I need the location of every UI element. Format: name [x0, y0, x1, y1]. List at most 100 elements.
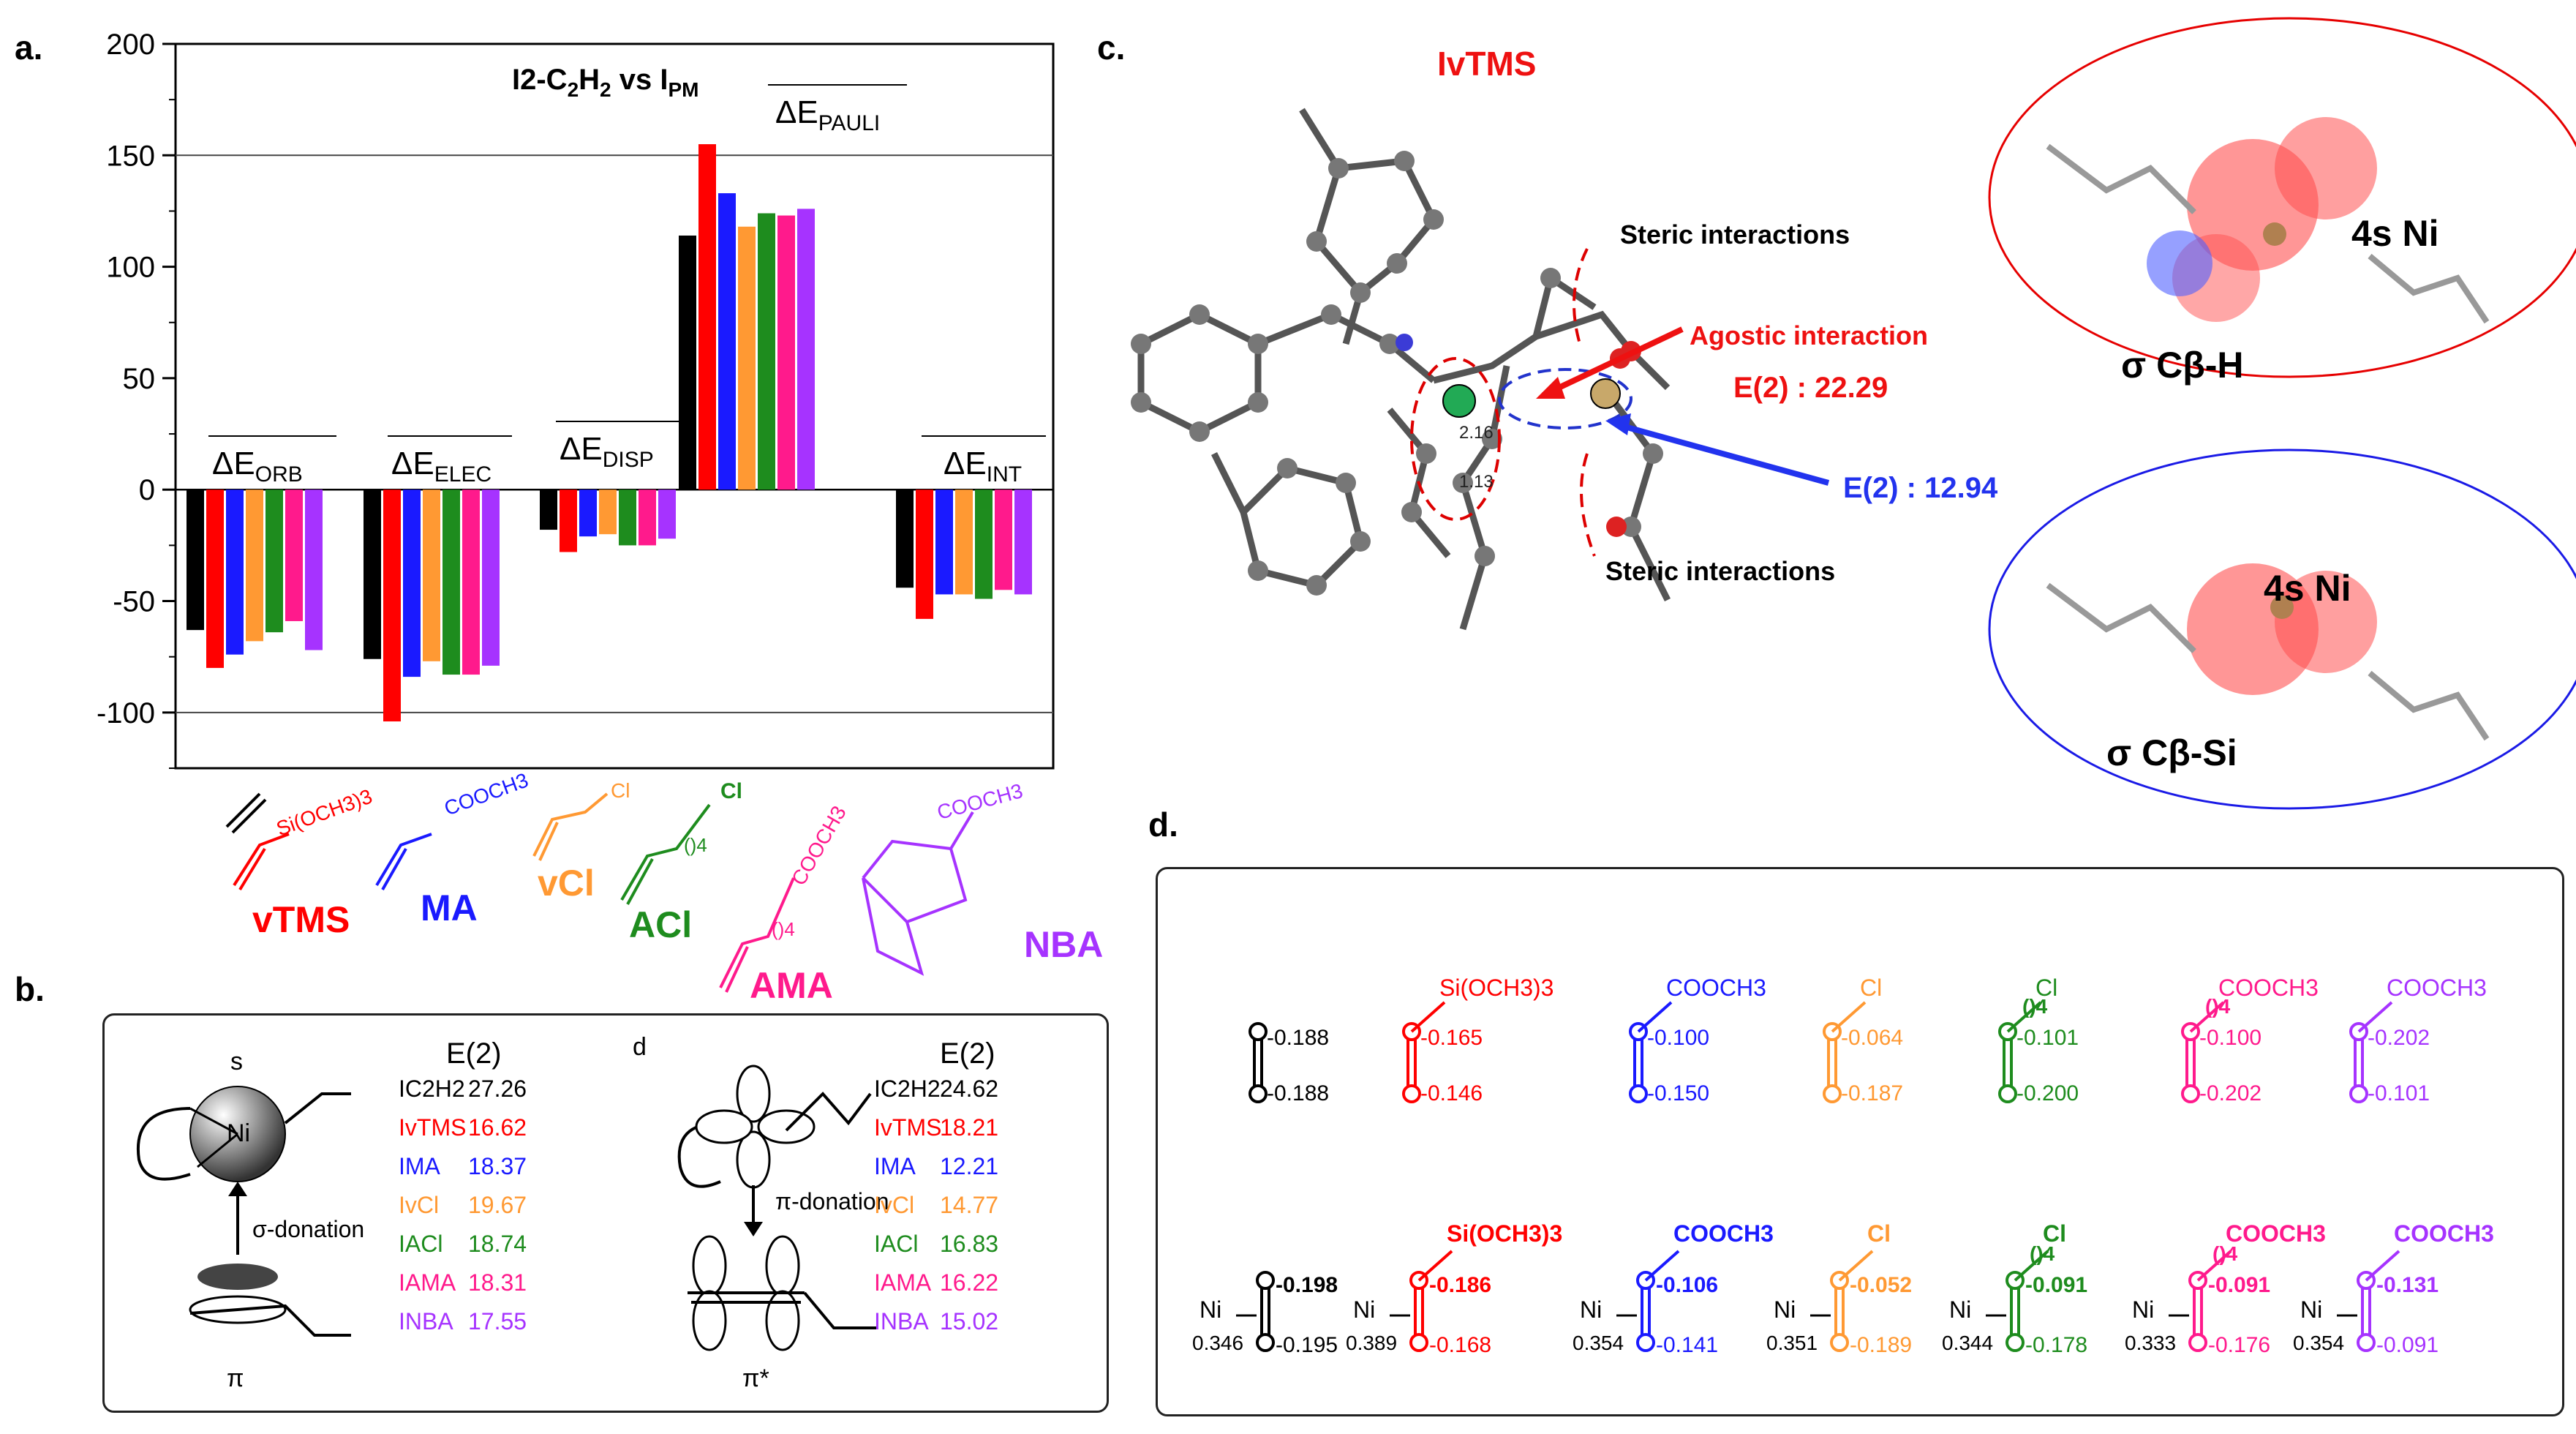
- e2-row-value: 19.67: [468, 1192, 527, 1218]
- ni-charge: 0.346: [1192, 1332, 1244, 1354]
- spacer: ()4: [2030, 1242, 2055, 1265]
- charge-top: -0.091: [2208, 1273, 2271, 1297]
- charge-bottom: -0.200: [2016, 1081, 2079, 1105]
- orbital-frame-bottom: [1988, 448, 2576, 810]
- bar: [599, 489, 617, 535]
- bar: [403, 489, 421, 677]
- group-label: ΔEELEC: [391, 446, 492, 487]
- orbital-top-bond-label: σ Cβ-H: [2121, 345, 2244, 386]
- substituent: Cl: [2035, 975, 2058, 1001]
- spacer: ()4: [2205, 995, 2231, 1018]
- bar: [540, 489, 557, 530]
- ni-label: Ni: [1949, 1296, 1972, 1323]
- e2-header-left: E(2): [446, 1037, 502, 1070]
- distance-label-2: 1.13: [1459, 472, 1494, 492]
- charge-top: -0.188: [1267, 1026, 1330, 1050]
- y-tick-label: 50: [123, 363, 156, 395]
- steric-region-left: [1410, 357, 1501, 521]
- monomer-label-vtms: vTMS: [252, 899, 350, 940]
- monomer-label-ma: MA: [421, 887, 478, 928]
- orbital-frame-top: [1988, 17, 2576, 378]
- bar: [442, 489, 460, 675]
- e2-row-label: IC2H2: [874, 1076, 941, 1102]
- bar: [738, 226, 756, 490]
- y-tick-label: 150: [106, 140, 155, 172]
- bar: [639, 489, 656, 546]
- bar: [679, 235, 696, 490]
- charge-bottom: -0.178: [2025, 1333, 2088, 1357]
- substituent: COOCH3: [1673, 1220, 1774, 1247]
- bar: [206, 489, 224, 668]
- e2-row-label: IMA: [874, 1153, 916, 1179]
- ni-label-left: Ni: [227, 1119, 251, 1147]
- bar: [187, 489, 204, 631]
- monomer-sub-vcl: Cl: [611, 779, 630, 802]
- orbital-bottom-bond-label: σ Cβ-Si: [2106, 732, 2237, 773]
- plot-frame: [174, 42, 1055, 770]
- ni-label: Ni: [2300, 1296, 2323, 1323]
- y-tick-label: 0: [139, 474, 155, 506]
- panel-b-label: b.: [15, 970, 45, 1008]
- panel-c-structure: [1131, 17, 2576, 810]
- monomer-bond: [725, 946, 749, 993]
- orbital-bottom-render: [2046, 563, 2490, 741]
- charge-top: -0.198: [1276, 1273, 1338, 1297]
- charge-top: -0.064: [1841, 1026, 1904, 1050]
- group-label: ΔEDISP: [560, 431, 654, 472]
- orbital-top-ni-label: 4s Ni: [2351, 213, 2439, 254]
- monomer-bond: [532, 792, 609, 857]
- ni-charge: 0.333: [2125, 1332, 2177, 1354]
- charge-bottom: -0.146: [1420, 1081, 1483, 1105]
- e2-row-value: 15.02: [940, 1308, 999, 1334]
- bar: [777, 215, 795, 490]
- bar: [718, 193, 736, 490]
- charge-top: -0.052: [1850, 1273, 1913, 1297]
- agostic-label: Agostic interaction: [1690, 320, 1929, 350]
- bar: [916, 489, 933, 619]
- substituent: Cl: [1867, 1220, 1891, 1247]
- e2-row-label: INBA: [399, 1308, 453, 1334]
- substituent: Si(OCH3)3: [1447, 1220, 1563, 1247]
- silicon-atom: [1590, 378, 1621, 409]
- bar: [305, 489, 323, 650]
- steric-label-bottom: Steric interactions: [1605, 556, 1836, 586]
- panel-c-title: IvTMS: [1437, 45, 1537, 83]
- pi-donation-label: π-donation: [775, 1188, 889, 1215]
- e2-row-value: 18.37: [468, 1153, 527, 1179]
- bar: [975, 489, 993, 599]
- e2-row-value: 18.21: [940, 1114, 999, 1141]
- panel-c-label: c.: [1097, 29, 1126, 67]
- molecule-atoms: [1131, 151, 1663, 596]
- bar: [246, 489, 263, 642]
- monomer-label-acl: ACl: [629, 904, 693, 945]
- bar: [896, 489, 914, 588]
- ni-label: Ni: [2132, 1296, 2155, 1323]
- group-label: ΔEPAULI: [775, 94, 880, 135]
- agostic-arrow: [1542, 326, 1684, 398]
- spacer: ()4: [2212, 1242, 2238, 1265]
- bar: [579, 489, 597, 537]
- bar: [423, 489, 440, 661]
- charge-top: -0.165: [1420, 1026, 1483, 1050]
- bar: [995, 489, 1012, 590]
- y-tick-label: -100: [97, 697, 155, 729]
- e2-row-value: 16.62: [468, 1114, 527, 1141]
- ni-charge: 0.389: [1346, 1332, 1398, 1354]
- e2-row-label: INBA: [874, 1308, 929, 1334]
- molecule-skeleton: [1137, 108, 1671, 631]
- substituent: COOCH3: [1666, 975, 1766, 1001]
- bar: [758, 213, 775, 490]
- e2-header-right: E(2): [940, 1037, 995, 1070]
- e2-row-value: 18.74: [468, 1231, 527, 1257]
- group-label: ΔEORB: [212, 446, 303, 487]
- ni-label: Ni: [1580, 1296, 1603, 1323]
- e2-row-value: 14.77: [940, 1192, 999, 1218]
- ni-label: Ni: [1200, 1296, 1222, 1323]
- steric-arc-top: [1573, 248, 1589, 345]
- e2-row-label: IvCl: [874, 1192, 915, 1218]
- monomer-bond: [231, 798, 267, 834]
- substituent: Cl: [2043, 1220, 2066, 1247]
- charge-top: -0.100: [1647, 1026, 1710, 1050]
- substituent: COOCH3: [2394, 1220, 2494, 1247]
- ni-label: Ni: [1774, 1296, 1796, 1323]
